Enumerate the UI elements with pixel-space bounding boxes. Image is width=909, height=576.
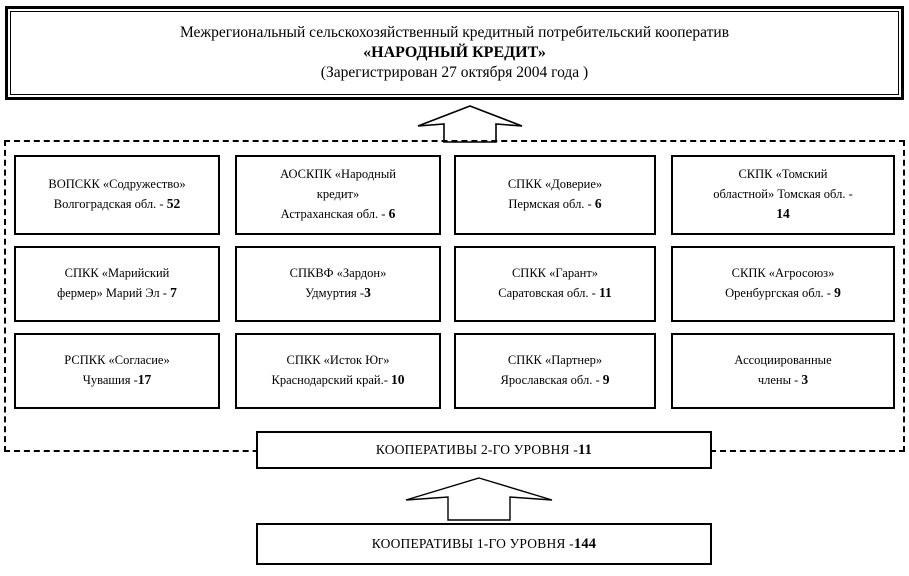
member-count: 6: [594, 196, 602, 212]
member-count: 9: [834, 285, 841, 301]
member-count: 7: [170, 285, 177, 301]
member-box-aoskpk-narodnyy-kredit[interactable]: АОСКПК «Народный кредит» Астраханская об…: [235, 155, 441, 235]
member-line-1: СПКК «Марийский: [64, 265, 170, 280]
level1-label: КООПЕРАТИВЫ 1-ГО УРОВНЯ -: [371, 536, 574, 551]
member-line-2: члены - 3: [758, 370, 808, 391]
member-line-2: Ярославская обл. - 9: [501, 370, 610, 391]
member-line-2: Пермская обл. - 6: [508, 194, 601, 215]
member-line-1: АОСКПК «Народный: [280, 167, 396, 182]
member-box-skpk-tomskiy-oblastnoy[interactable]: СКПК «Томский областной» Томская обл. - …: [671, 155, 895, 235]
member-box-spkk-doverie[interactable]: СПКК «Доверие» Пермская обл. - 6: [454, 155, 656, 235]
member-line-2-text: Удмуртия -: [305, 286, 365, 301]
member-line-2: кредит»: [316, 186, 360, 201]
member-line-1: СПКК «Доверие»: [507, 176, 603, 191]
arrow-up-level1-to-level2: [404, 476, 554, 522]
member-line-2-text: члены -: [757, 373, 802, 388]
member-count: 10: [391, 372, 405, 388]
member-line-2: Чувашия -17: [83, 370, 152, 391]
member-box-vopskk-sodruzhestvo[interactable]: ВОПСКК «Содружество» Волгоградская обл. …: [14, 155, 220, 235]
member-line-2-text: Оренбургская обл. -: [725, 286, 835, 301]
member-line-3-text: Астраханская обл. -: [280, 206, 389, 221]
member-line-2-text: Ярославская обл. -: [500, 373, 603, 388]
header-line-2: «НАРОДНЫЙ КРЕДИТ»: [363, 43, 546, 61]
member-box-spkvf-zardon[interactable]: СПКВФ «Зардон» Удмуртия -3: [235, 246, 441, 322]
member-count: 3: [801, 372, 809, 388]
header-frame: Межрегиональный сельскохозяйственный кре…: [5, 6, 904, 100]
header-line-3: (Зарегистрирован 27 октября 2004 года ): [320, 64, 589, 82]
member-line-1: СПКК «Исток Юг»: [286, 352, 390, 367]
member-box-spkk-garant[interactable]: СПКК «Гарант» Саратовская обл. - 11: [454, 246, 656, 322]
member-count: 14: [776, 205, 790, 221]
member-line-2: Оренбургская обл. - 9: [725, 283, 841, 304]
member-line-1: РСПКК «Согласие»: [64, 352, 170, 367]
level2-cooperatives-box[interactable]: КООПЕРАТИВЫ 2-ГО УРОВНЯ - 11: [256, 431, 712, 469]
member-line-2-text: Саратовская обл. -: [498, 286, 599, 301]
member-line-1: СКПК «Агросоюз»: [731, 265, 835, 280]
member-line-2: Волгоградская обл. - 52: [54, 194, 180, 215]
arrow-up-header-to-members: [416, 104, 524, 144]
member-box-rspkk-soglasie[interactable]: РСПКК «Согласие» Чувашия -17: [14, 333, 220, 409]
member-line-2-text: Краснодарский край.-: [271, 373, 392, 388]
member-line-2: фермер» Марий Эл - 7: [57, 283, 177, 304]
level2-label: КООПЕРАТИВЫ 2-ГО УРОВНЯ -: [375, 442, 578, 457]
member-count: 11: [598, 285, 612, 301]
member-line-3: Астраханская обл. - 6: [281, 204, 396, 225]
header-inner-frame: Межрегиональный сельскохозяйственный кре…: [10, 11, 899, 95]
member-line-1: СПКК «Партнер»: [507, 352, 603, 367]
member-box-spkk-istok-yug[interactable]: СПКК «Исток Юг» Краснодарский край.- 10: [235, 333, 441, 409]
member-count: 6: [388, 205, 396, 221]
member-count: 17: [137, 372, 152, 388]
member-count: 52: [166, 196, 181, 212]
level2-count: 11: [578, 441, 593, 458]
member-line-1: СПКВФ «Зардон»: [289, 265, 387, 280]
member-line-2-text: Чувашия -: [82, 373, 138, 388]
member-count: 3: [364, 285, 371, 301]
level1-cooperatives-box[interactable]: КООПЕРАТИВЫ 1-ГО УРОВНЯ - 144: [256, 523, 712, 565]
member-line-2: областной» Томская обл. -: [713, 186, 853, 201]
member-line-2: Удмуртия -3: [305, 283, 371, 304]
member-line-1: СПКК «Гарант»: [511, 265, 599, 280]
member-line-1: СКПК «Томский: [738, 167, 828, 182]
member-line-2: Саратовская обл. - 11: [498, 283, 611, 304]
member-count: 9: [602, 372, 610, 388]
member-line-2: Краснодарский край.- 10: [271, 370, 404, 391]
member-box-skpk-agrosoyuz[interactable]: СКПК «Агросоюз» Оренбургская обл. - 9: [671, 246, 895, 322]
member-line-1: ВОПСКК «Содружество»: [48, 176, 186, 191]
member-line-2-text: Волгоградская обл. -: [53, 197, 167, 212]
level1-count: 144: [573, 535, 597, 552]
member-box-spkk-mariyskiy-fermer[interactable]: СПКК «Марийский фермер» Марий Эл - 7: [14, 246, 220, 322]
member-box-associated-members[interactable]: Ассоциированные члены - 3: [671, 333, 895, 409]
member-line-2-text: фермер» Марий Эл -: [57, 286, 171, 301]
member-line-1: Ассоциированные: [734, 352, 832, 367]
member-grid: ВОПСКК «Содружество» Волгоградская обл. …: [14, 155, 895, 420]
header-line-1: Межрегиональный сельскохозяйственный кре…: [179, 23, 730, 41]
member-line-3: 14: [776, 204, 790, 225]
member-box-spkk-partner[interactable]: СПКК «Партнер» Ярославская обл. - 9: [454, 333, 656, 409]
member-line-2-text: Пермская обл. -: [508, 197, 595, 212]
